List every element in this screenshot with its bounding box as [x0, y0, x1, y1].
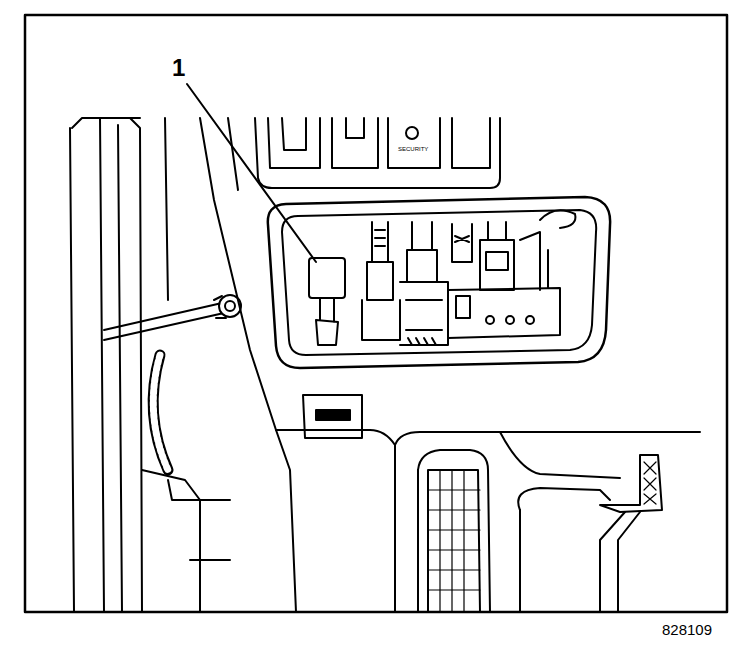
switch-legend: SECURITY	[398, 146, 428, 152]
small-panel	[303, 395, 362, 438]
lower-trim	[276, 430, 700, 612]
wire-harness	[153, 355, 168, 470]
callout-number: 1	[172, 56, 185, 80]
relay	[309, 258, 345, 298]
release-cable	[104, 295, 241, 340]
relay-center	[309, 210, 575, 345]
figure-number: 828109	[662, 622, 712, 637]
figure-frame	[25, 15, 727, 612]
leader-line	[187, 84, 316, 262]
switch-panel	[255, 118, 500, 188]
vent-grille	[418, 450, 490, 612]
pillar-trim	[70, 118, 230, 612]
dash-opening	[268, 197, 610, 368]
pedal	[600, 455, 662, 612]
dash-edge	[200, 118, 296, 612]
